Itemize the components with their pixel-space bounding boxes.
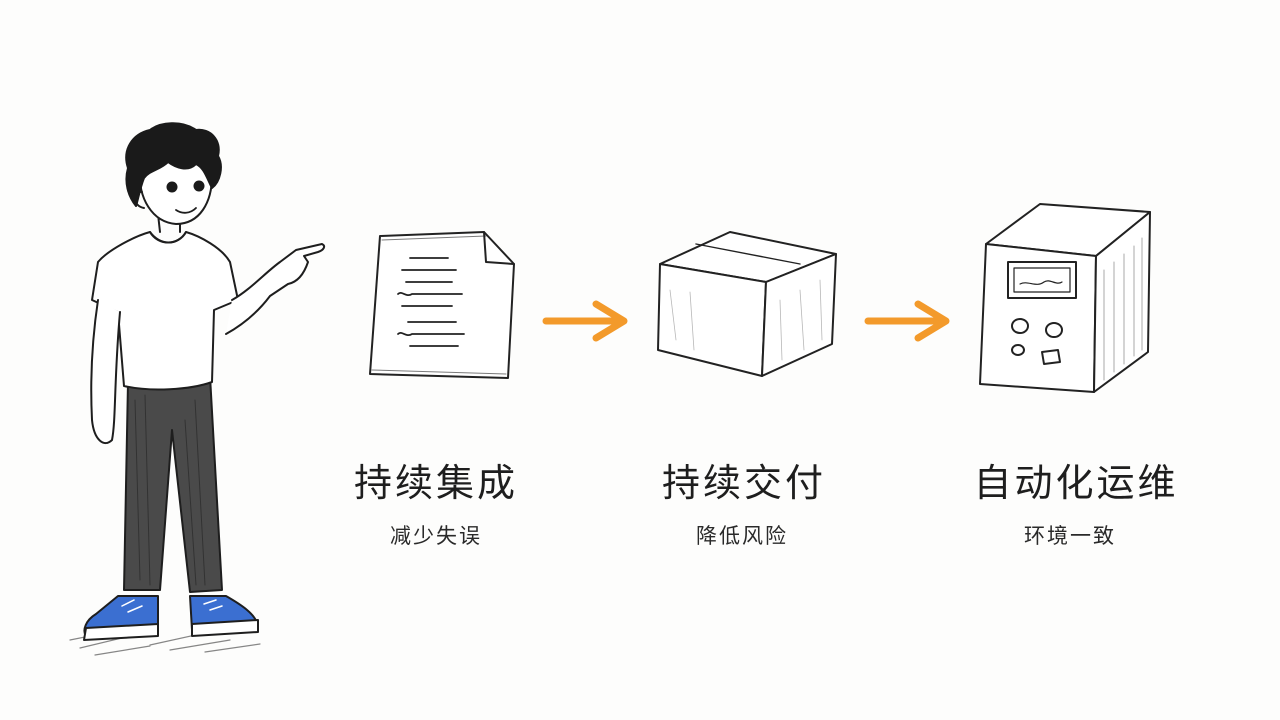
arrow-1 (542, 300, 628, 342)
document-icon (369, 231, 515, 379)
stage-title-ops: 自动化运维 (973, 461, 1179, 505)
stage-title-cd: 持续交付 (661, 461, 826, 505)
left-arm (90, 299, 121, 445)
ground-shadow (69, 631, 261, 656)
box-icon (657, 231, 837, 377)
stage-title-ci: 持续集成 (353, 461, 518, 505)
hair (125, 122, 222, 207)
arrow-2 (864, 300, 950, 342)
stage-subtitle-cd: 降低风险 (696, 524, 788, 548)
stage-subtitle-ci: 减少失误 (390, 524, 482, 548)
machine-icon (979, 203, 1151, 393)
pants (123, 375, 223, 593)
person-illustration (69, 122, 326, 656)
right-arm (225, 243, 326, 335)
stage-subtitle-ops: 环境一致 (1024, 524, 1116, 548)
